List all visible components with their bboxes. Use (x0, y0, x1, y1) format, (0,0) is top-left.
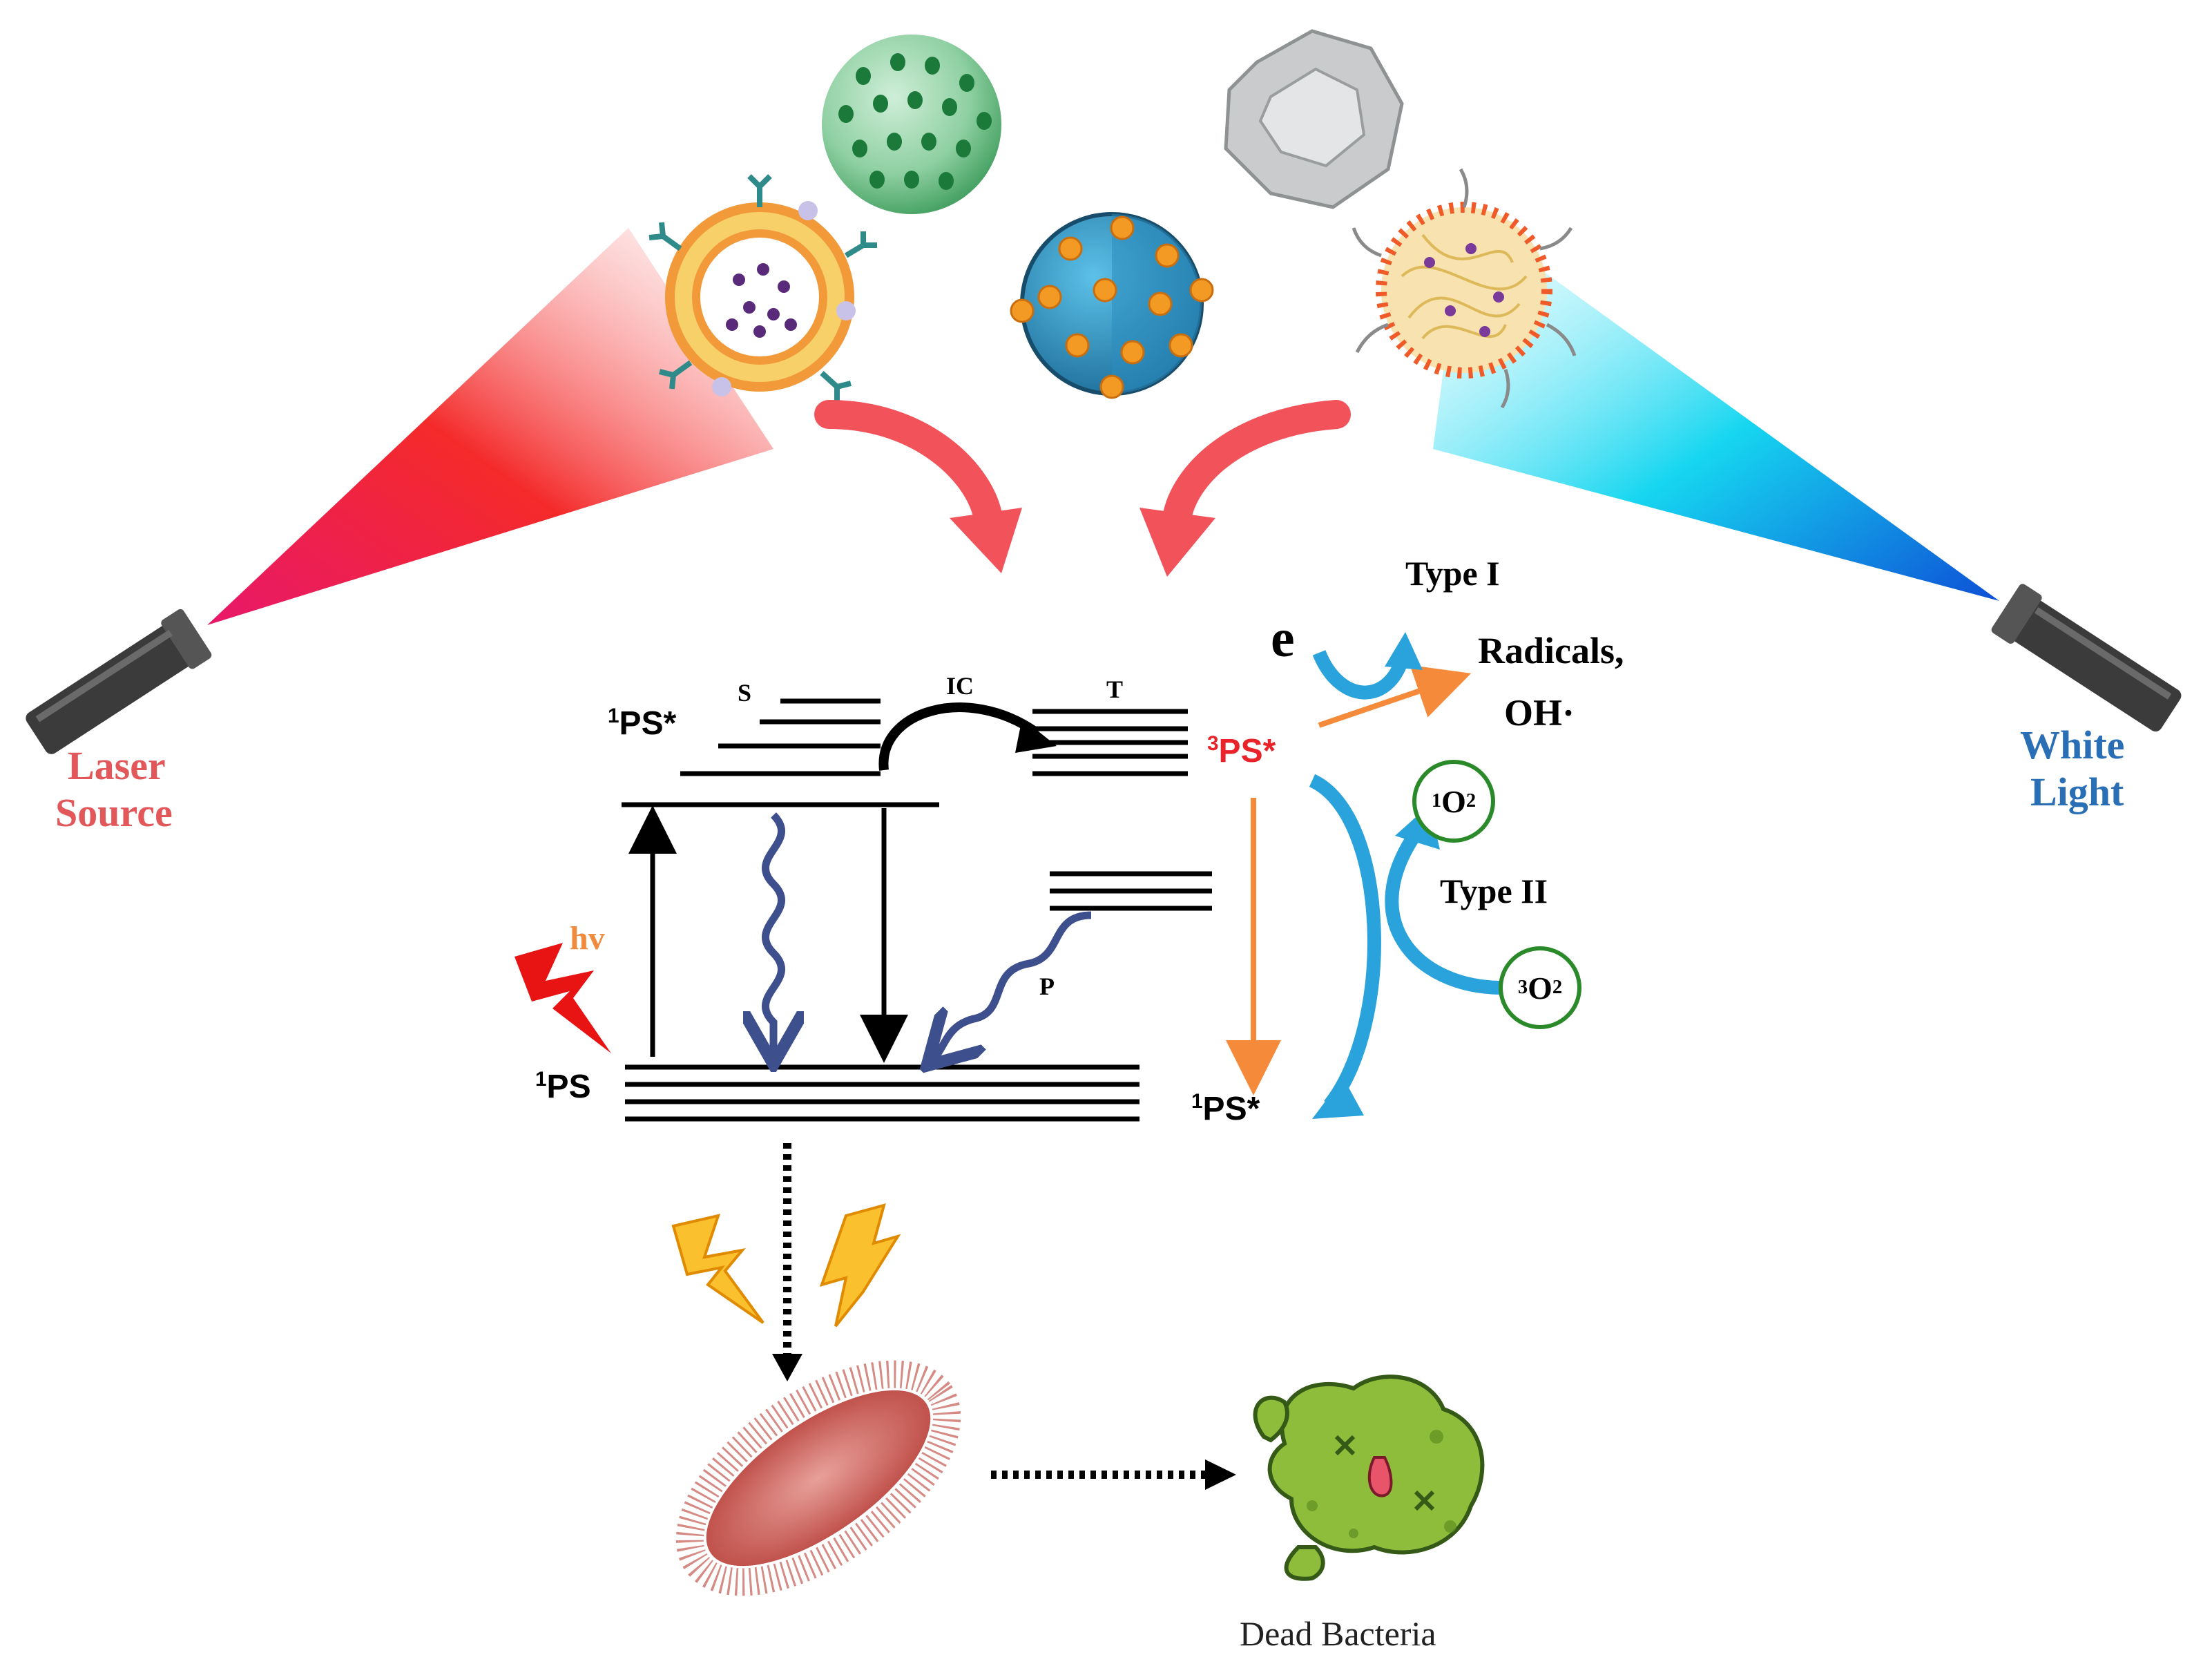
white-light-source (1433, 214, 2182, 732)
singlet-excited-levels (622, 698, 939, 807)
hv-lightning-icon (514, 943, 611, 1053)
ground-state-label: 1PS (535, 1068, 591, 1105)
triplet-excited-state-label: 3PS* (1207, 732, 1276, 769)
white-light-device-icon (2003, 594, 2182, 732)
singlet-state-right-label: 1PS* (1191, 1090, 1260, 1127)
ground-state-levels (625, 1064, 1139, 1122)
laser-beam (207, 228, 773, 625)
micelle-nanoparticle (1352, 168, 1577, 409)
type1-label: Type I (1405, 554, 1500, 593)
phosphorescence-p-label: P (1039, 973, 1055, 1000)
laser-source-label-line1: Laser (68, 743, 166, 788)
electron-label: e (1271, 608, 1295, 668)
type1-orange-arrow (1318, 664, 1472, 728)
triplet-levels (1032, 709, 1188, 776)
white-light-label-line1: White (2020, 722, 2125, 767)
laser-source (26, 228, 773, 754)
phosphorescence-wavy-arrow (932, 911, 1092, 1060)
intersystem-crossing-arrow (878, 702, 1057, 771)
porous-silica-nanoparticle (822, 35, 1001, 214)
polyhedral-nanoparticle (1224, 29, 1404, 209)
hv-label: hv (570, 920, 605, 957)
singlet-s-label: S (738, 679, 752, 707)
nonradiative-wavy-arrow (765, 812, 781, 1057)
bacterium-icon (675, 1360, 961, 1596)
triplet-t-label: T (1106, 676, 1124, 703)
radicals-label: Radicals, (1478, 630, 1624, 671)
right-curved-arrow (1139, 400, 1351, 577)
lower-triplet-levels (1050, 871, 1212, 911)
ic-label: IC (946, 672, 974, 700)
singlet-excited-state-label: 1PS* (608, 705, 677, 742)
hydroxyl-radical-label: OH· (1504, 692, 1575, 734)
electron-transfer-arrow (1312, 632, 1423, 700)
dead-bacterium-icon (1253, 1375, 1485, 1581)
liposome-nanoparticle (648, 174, 877, 401)
dotted-right-arrowhead (1205, 1459, 1236, 1490)
white-light-label-line2: Light (2030, 769, 2124, 814)
right-yellow-bolt-icon (819, 1203, 901, 1328)
white-light-beam (1433, 214, 1999, 601)
left-yellow-bolt-icon (671, 1214, 764, 1324)
dotted-down-arrowhead (772, 1354, 802, 1381)
laser-source-label-line2: Source (55, 790, 173, 835)
decorated-nanoparticle (1010, 212, 1214, 399)
type2-label: Type II (1440, 872, 1548, 910)
laser-device-icon (26, 617, 204, 754)
dead-bacteria-label: Dead Bacteria (1240, 1614, 1436, 1653)
left-curved-arrow (814, 400, 1022, 573)
